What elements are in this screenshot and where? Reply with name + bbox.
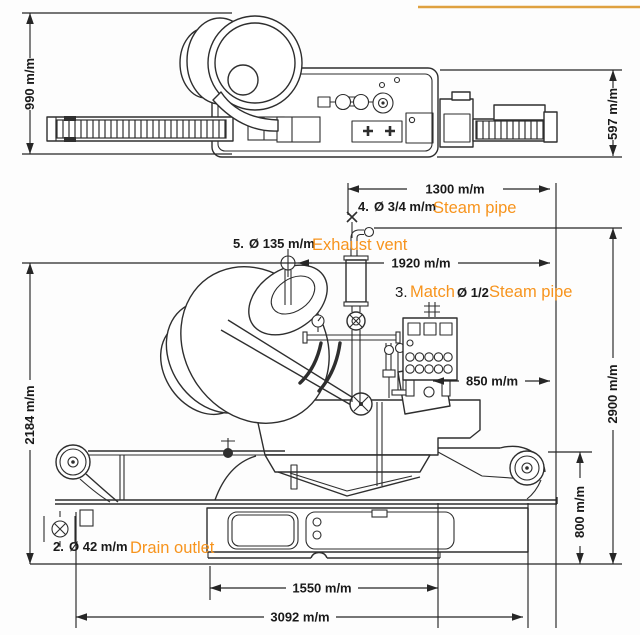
- exhaust-cylinder: [345, 259, 367, 303]
- plan-conveyor: [46, 116, 234, 142]
- platform-valve: [221, 438, 235, 458]
- drain-outlet: [43, 509, 94, 547]
- plan-cross-bolt: [363, 126, 373, 136]
- steam-pipe-stack: [343, 211, 375, 402]
- plan-cross-bolt: [385, 126, 395, 136]
- control-panel: [402, 302, 458, 397]
- callout-4-spec: 4.Ø 3/4 m/m: [358, 199, 436, 214]
- dim-1300: 1300 m/m: [347, 182, 557, 628]
- plan-drum: [179, 15, 303, 111]
- callout-steam-pipe-4: 4.Ø 3/4 m/m Steam pipe: [358, 199, 516, 217]
- steam-valve-cross: [346, 211, 358, 223]
- dim-597-label: 597 m/m: [605, 88, 620, 140]
- pipe-flange: [363, 226, 375, 238]
- elevation-drawing: [43, 211, 558, 559]
- callout-drain-outlet-2: 2.Ø 42 m/m Drain outlet: [53, 539, 215, 557]
- dim-2184: 2184 m/m: [22, 263, 37, 564]
- callout-4-label: Steam pipe: [433, 199, 516, 217]
- callout-exhaust-vent-5: 5.Ø 135 m/m Exhaust vent: [233, 236, 408, 254]
- dim-850: 850 m/m: [433, 374, 550, 389]
- dim-1300-label: 1300 m/m: [425, 182, 484, 197]
- callout-5-label: Exhaust vent: [312, 236, 408, 254]
- elevation-drum: [159, 264, 330, 424]
- dim-3092: 3092 m/m: [75, 503, 529, 628]
- dim-1920-label: 1920 m/m: [391, 256, 450, 271]
- dim-1920: 1920 m/m: [22, 256, 550, 271]
- plinth: [207, 551, 441, 559]
- drum-mouth: [248, 264, 328, 336]
- platform: [55, 497, 558, 505]
- callout-2-label: Drain outlet: [130, 539, 215, 557]
- dim-2900-label: 2900 m/m: [605, 364, 620, 423]
- dim-1550-label: 1550 m/m: [292, 581, 351, 596]
- left-conveyor: [55, 444, 285, 503]
- dim-597: 597 m/m: [437, 69, 622, 158]
- dim-1550: 1550 m/m: [209, 503, 439, 628]
- plan-belt-band: [212, 91, 279, 132]
- hose: [298, 341, 323, 385]
- base-tank: [206, 507, 529, 553]
- agitator-rod: [376, 402, 383, 486]
- hopper-v: [277, 471, 421, 497]
- dim-2900: 2900 m/m: [374, 227, 622, 564]
- dim-3092-label: 3092 m/m: [270, 610, 329, 625]
- right-conveyor: [437, 445, 546, 500]
- plan-mount-plate: [351, 120, 403, 143]
- manifold: [298, 314, 411, 398]
- callout-5-spec: 5.Ø 135 m/m: [233, 236, 315, 251]
- plan-knob: [352, 93, 370, 111]
- callout-2-spec: 2.Ø 42 m/m: [53, 539, 128, 554]
- dim-2184-label: 2184 m/m: [22, 385, 37, 444]
- plan-view-drawing: [46, 15, 558, 158]
- plan-belt-clamp: [276, 116, 321, 143]
- hose: [317, 341, 342, 393]
- dim-990-label: 990 m/m: [22, 58, 37, 110]
- dim-800-label: 800 m/m: [572, 486, 587, 538]
- panel-bolt: [424, 302, 440, 317]
- left-fender: [214, 455, 257, 501]
- dim-990: 990 m/m: [22, 12, 232, 155]
- dim-800: 800 m/m: [30, 451, 622, 565]
- dim-850-label: 850 m/m: [466, 374, 518, 389]
- plan-right-section: [439, 91, 558, 148]
- plan-knob: [334, 93, 352, 111]
